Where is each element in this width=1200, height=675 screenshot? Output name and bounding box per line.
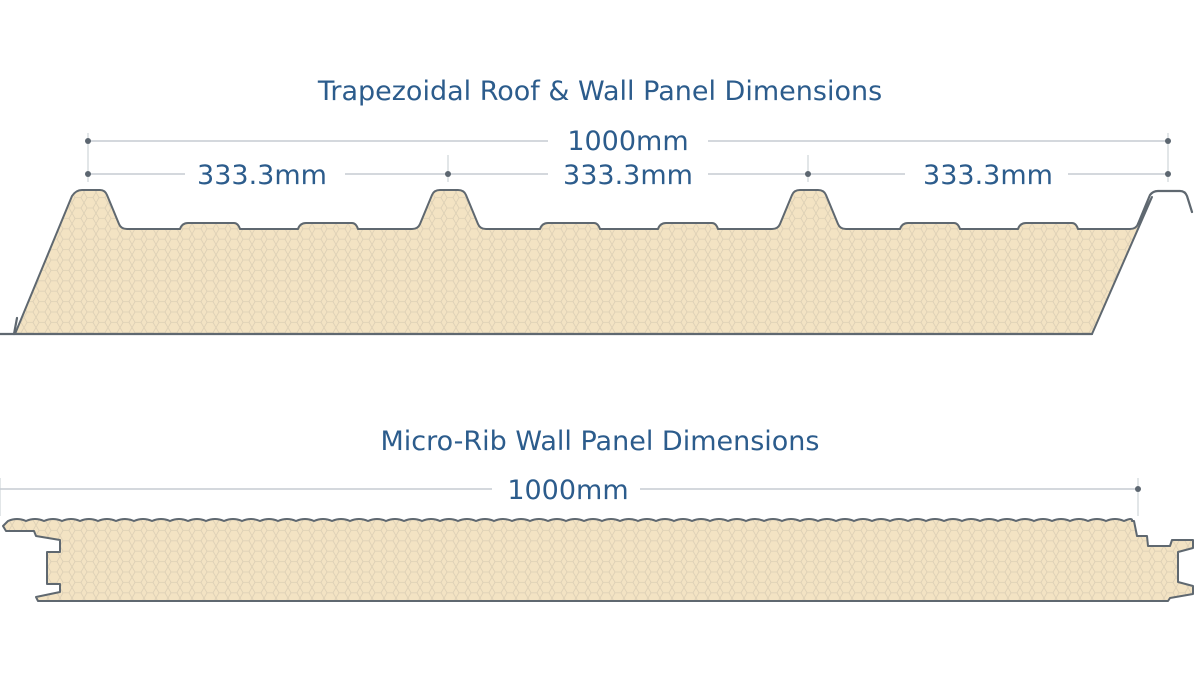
micro-rib-title: Micro-Rib Wall Panel Dimensions [380,426,819,457]
overall-width-label: 1000mm [567,126,688,157]
micro-rib-dimension-line [0,478,1141,516]
rib-spacing-label-1: 333.3mm [197,160,327,191]
micro-rib-width-label: 1000mm [507,475,628,506]
rib-spacing-label-2: 333.3mm [563,160,693,191]
trapezoidal-title: Trapezoidal Roof & Wall Panel Dimensions [317,76,882,107]
rib-spacing-label-3: 333.3mm [923,160,1053,191]
overall-dimension-line [85,133,1171,182]
micro-rib-panel-profile [2,518,1194,602]
rib-spacing-dimension-line [85,155,1171,182]
trapezoidal-panel-profile [0,189,1194,336]
